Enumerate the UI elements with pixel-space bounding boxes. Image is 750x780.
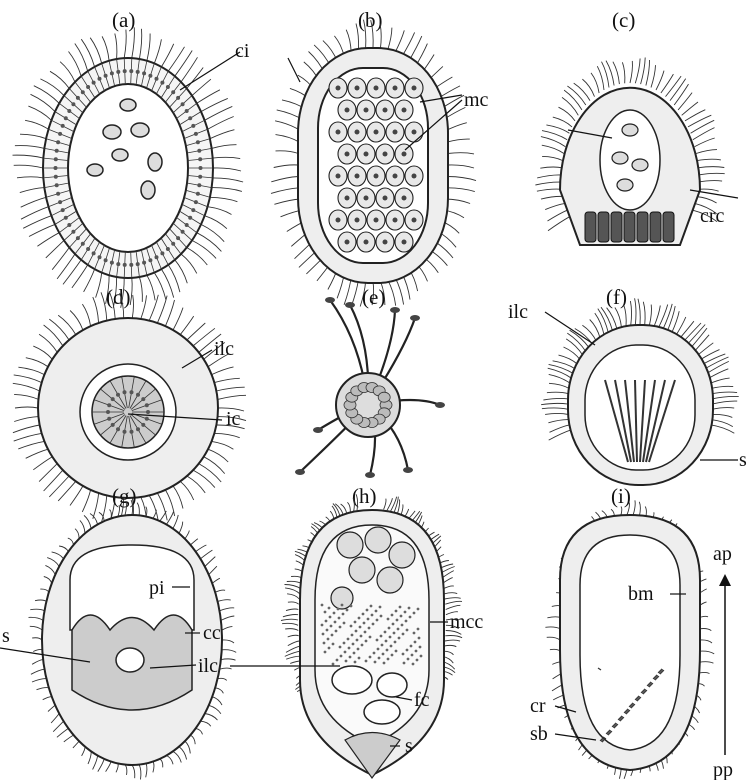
panel-label-e: (e) — [362, 285, 385, 309]
label-sb: sb — [530, 723, 548, 745]
label-cc: cc — [203, 622, 221, 644]
panel-label-i: (i) — [611, 484, 631, 508]
panel-b: (b) mc — [271, 8, 489, 307]
label-pi: pi — [149, 577, 165, 599]
panel-e: (e) — [295, 285, 445, 478]
panel-g: (g) pi cc s ilc — [0, 484, 236, 780]
panel-label-g: (g) — [112, 484, 137, 508]
label-cr: cr — [530, 695, 546, 717]
dark-cells-c — [585, 212, 674, 242]
panel-i: (i) bm cr sb ap pp — [530, 484, 733, 780]
label-mc: mc — [464, 89, 489, 111]
label-mcc: mcc — [450, 611, 483, 633]
label-s-g: s — [2, 625, 10, 647]
label-crc: crc — [700, 205, 725, 227]
label-ic: ic — [226, 408, 241, 430]
panel-label-b: (b) — [358, 8, 383, 32]
label-ci: ci — [235, 40, 250, 62]
label-s-h: s — [405, 735, 413, 757]
panel-label-c: (c) — [612, 8, 635, 32]
panel-c: (c) crc — [535, 8, 738, 245]
panel-h: (h) mcc fc s — [230, 484, 483, 778]
panel-label-d: (d) — [106, 285, 131, 309]
panel-label-a: (a) — [112, 8, 135, 32]
label-fc: fc — [414, 689, 430, 711]
label-bm: bm — [628, 583, 654, 605]
label-ilc-g: ilc — [198, 655, 218, 677]
label-ilc-d: ilc — [214, 338, 234, 360]
label-ilc-f: ilc — [508, 301, 528, 323]
label-ap: ap — [713, 543, 732, 565]
panel-f: (f) ilc s — [508, 285, 747, 485]
label-s-f: s — [739, 449, 747, 471]
panel-a: (a) ci — [13, 8, 250, 308]
label-pp: pp — [713, 759, 733, 780]
panel-label-h: (h) — [352, 484, 377, 508]
